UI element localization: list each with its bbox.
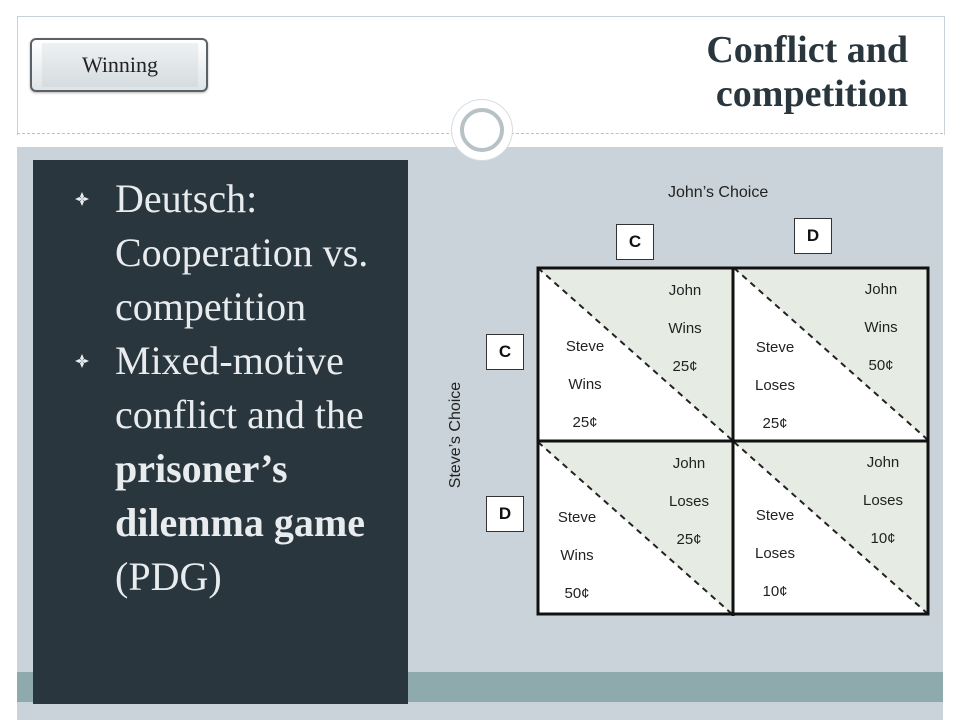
winning-tag-label: Winning [42, 43, 198, 87]
john-amount: 10¢ [870, 530, 896, 547]
john-amount: 25¢ [672, 358, 698, 375]
john-amount: 50¢ [868, 357, 894, 374]
steve-amount: 10¢ [762, 583, 788, 600]
cell-dc-steve-payoff: Steve Wins 50¢ [542, 499, 612, 613]
cell-dd-john-payoff: John Loses 10¢ [848, 444, 918, 558]
john-outcome: Loses [862, 492, 904, 509]
john-name: John [668, 282, 702, 299]
cell-cc-john-triangle [538, 268, 732, 440]
steve-outcome: Loses [754, 377, 796, 394]
steve-name: Steve [755, 339, 795, 356]
bullet-item-deutsch: Deutsch: Cooperation vs. competition [33, 172, 408, 334]
steve-name: Steve [755, 507, 795, 524]
bullet-text-pdg-plain: Mixed-motive conflict and the [115, 338, 364, 437]
bullet-text-pdg-bold: prisoner’s dilemma game [115, 446, 365, 545]
payoff-matrix-grid [536, 266, 930, 616]
title-line-2: competition [715, 73, 908, 115]
john-outcome: Wins [864, 319, 898, 336]
bullet-panel: Deutsch: Cooperation vs. competition Mix… [33, 160, 408, 704]
cell-cd-steve-payoff: Steve Loses 25¢ [740, 329, 810, 443]
johns-choice-label: John’s Choice [668, 184, 769, 201]
john-choice-d: D [794, 218, 832, 254]
john-outcome: Loses [668, 493, 710, 510]
bullet-item-pdg: Mixed-motive conflict and the prisoner’s… [33, 334, 408, 604]
steve-outcome: Wins [560, 547, 594, 564]
steve-name: Steve [565, 338, 605, 355]
cell-cc-john-payoff: John Wins 25¢ [650, 272, 720, 386]
cell-cc-steve-payoff: Steve Wins 25¢ [550, 328, 620, 442]
bullet-text-pdg-tail: (PDG) [115, 554, 222, 599]
john-name: John [672, 455, 706, 472]
john-name: John [864, 281, 898, 298]
cell-cd-john-payoff: John Wins 50¢ [846, 271, 916, 385]
steves-choice-label: Steve’s Choice [447, 381, 464, 489]
cell-dc-john-payoff: John Loses 25¢ [654, 445, 724, 559]
steve-name: Steve [557, 509, 597, 526]
john-outcome: Wins [668, 320, 702, 337]
diamond-bullet-icon [75, 354, 89, 368]
john-amount: 25¢ [676, 531, 702, 548]
cell-dc-john-triangle [538, 442, 732, 614]
steve-outcome: Loses [754, 545, 796, 562]
steve-amount: 25¢ [762, 415, 788, 432]
cell-cd-john-triangle [734, 268, 928, 440]
title-line-1: Conflict and [706, 29, 908, 71]
winning-tag-button[interactable]: Winning [30, 38, 208, 92]
john-choice-c: C [616, 224, 654, 260]
steve-outcome: Wins [568, 376, 602, 393]
steve-amount: 25¢ [572, 414, 598, 431]
bullet-text-deutsch: Deutsch: Cooperation vs. competition [115, 176, 369, 329]
slide-title: Conflict and competition [508, 28, 908, 116]
cell-dd-steve-payoff: Steve Loses 10¢ [740, 497, 810, 611]
circle-ornament [452, 100, 512, 160]
circle-ring-icon [460, 108, 504, 152]
john-name: John [866, 454, 900, 471]
bullet-list: Deutsch: Cooperation vs. competition Mix… [33, 172, 408, 604]
steve-choice-d: D [486, 496, 524, 532]
steve-amount: 50¢ [564, 585, 590, 602]
cell-dd-john-triangle [734, 442, 928, 614]
diamond-bullet-icon [75, 192, 89, 206]
steve-choice-c: C [486, 334, 524, 370]
